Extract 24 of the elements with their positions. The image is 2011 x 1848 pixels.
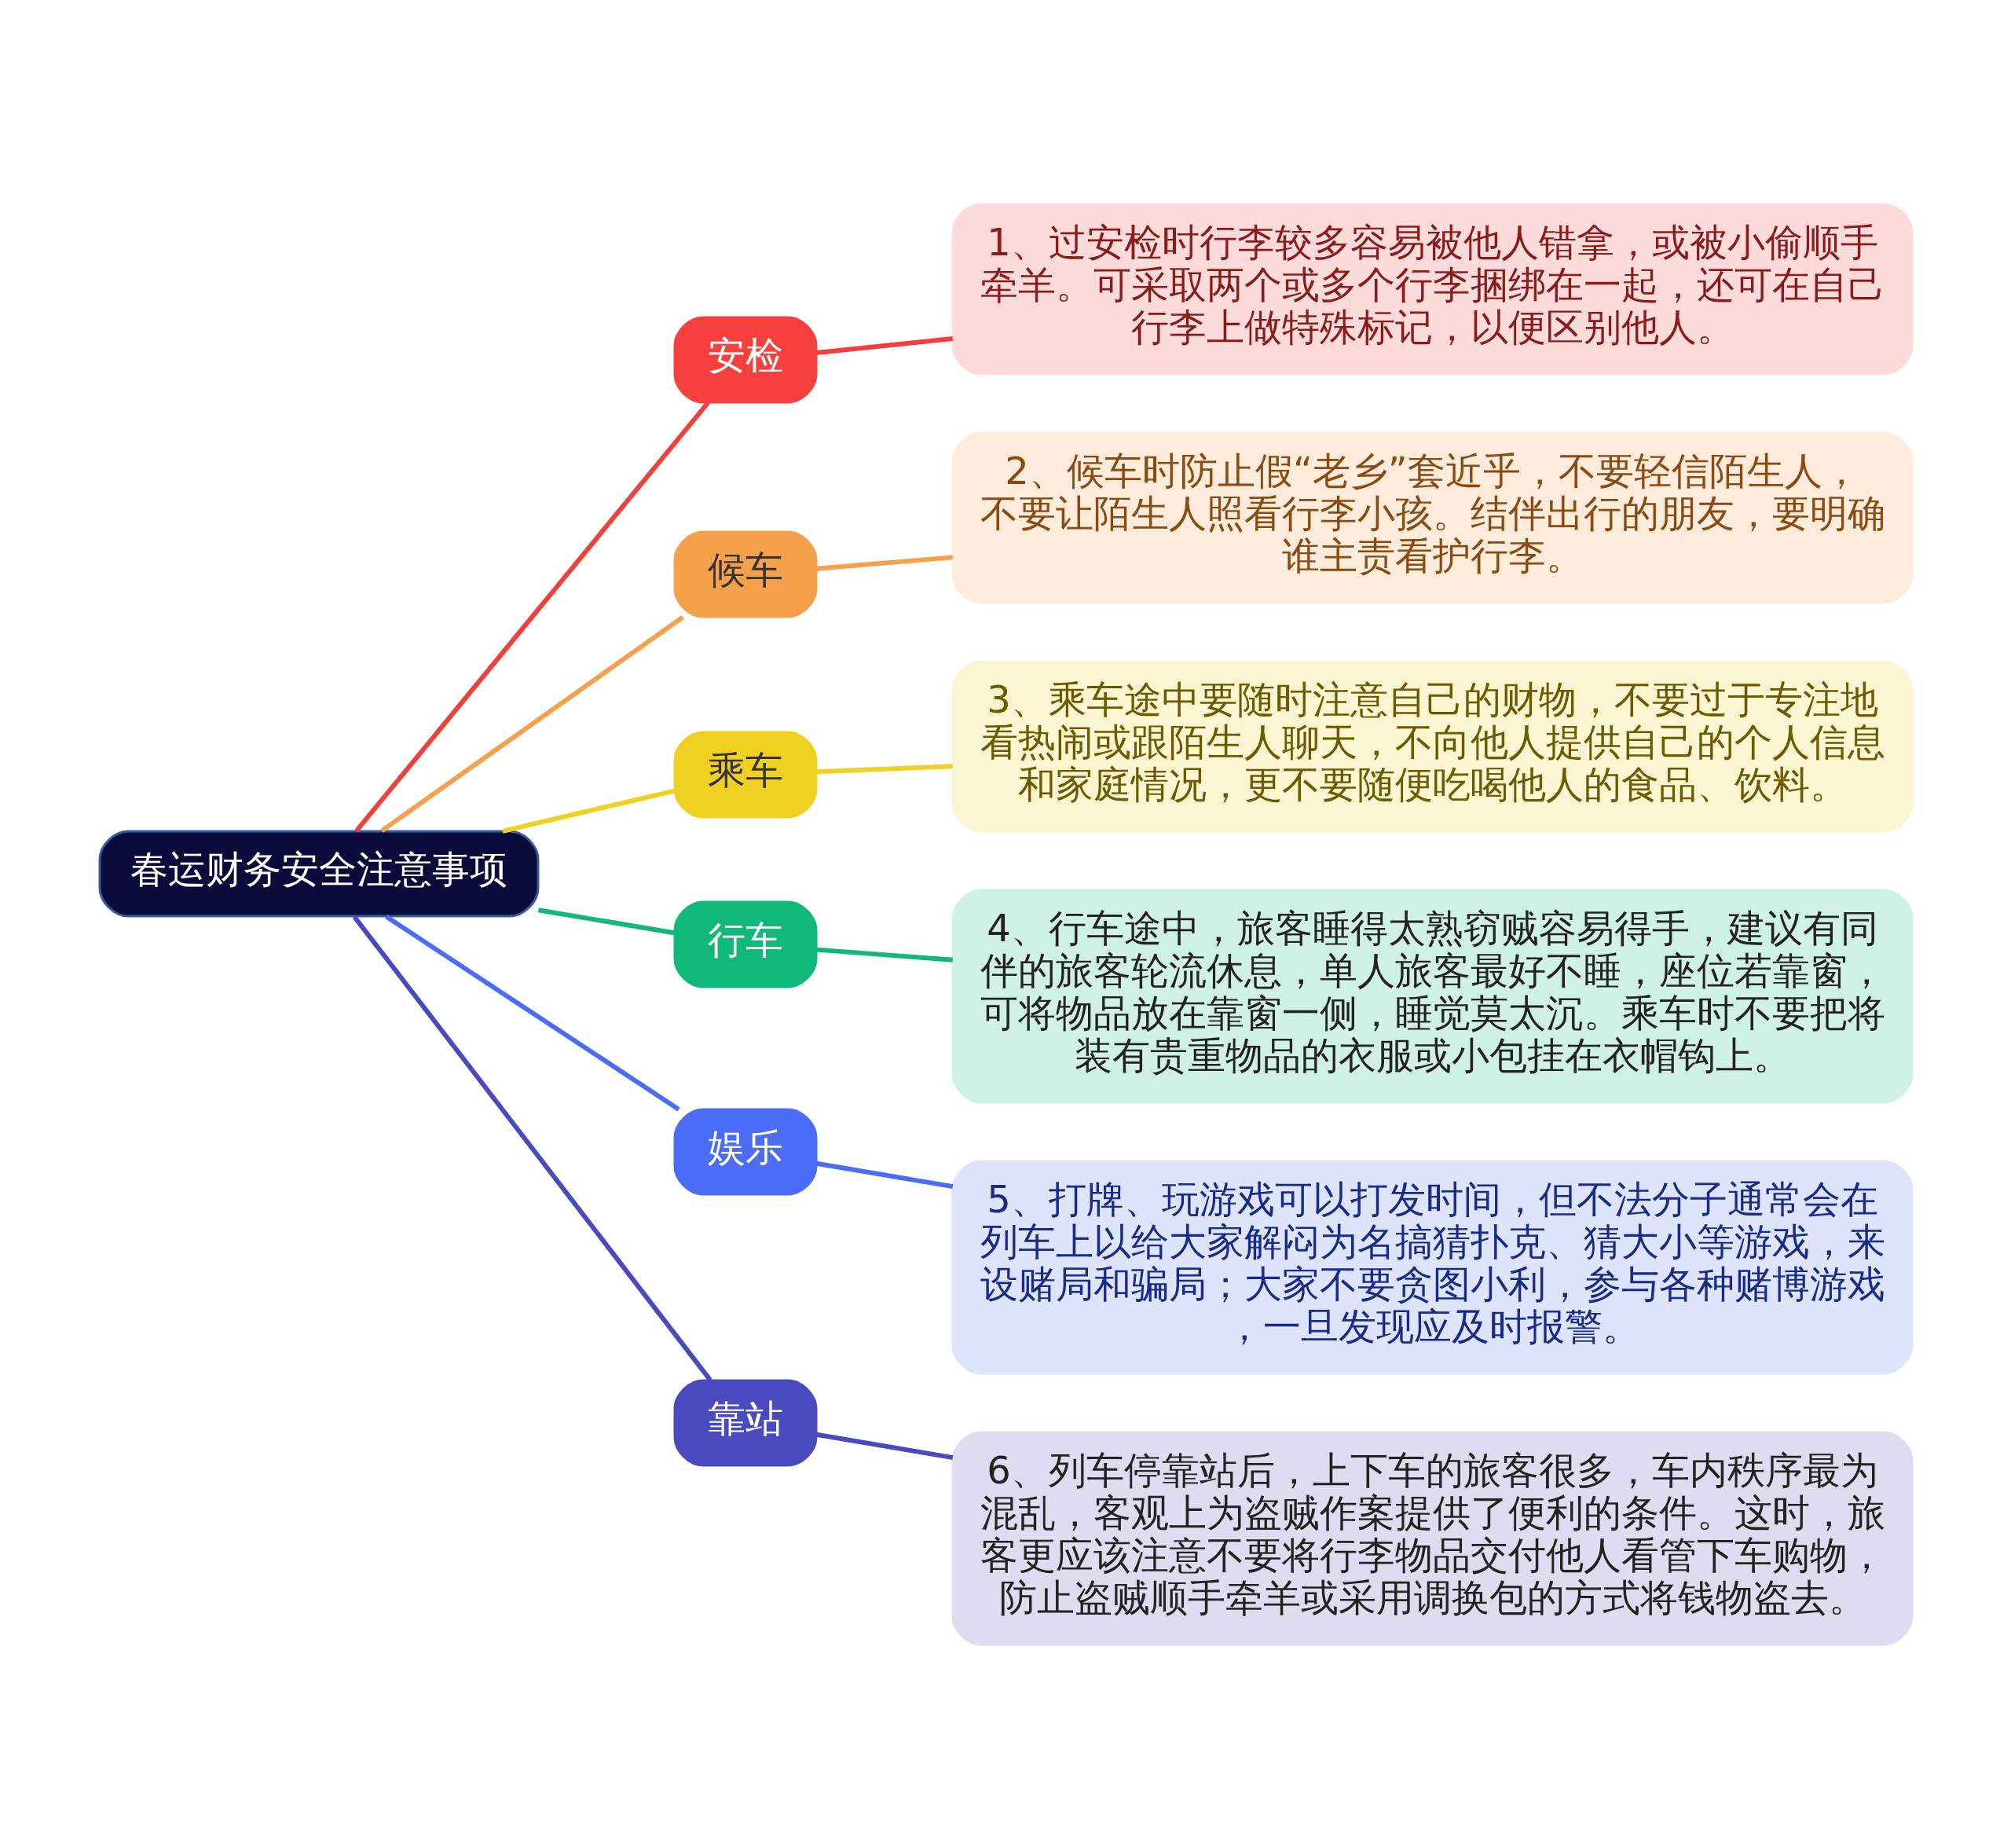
connector xyxy=(384,914,680,1111)
node-box: 5、打牌、玩游戏可以打发时间，但不法分子通常会在列车上以给大家解闷为名搞猜扑克、猜大小等游戏，来设赌局和骗局；大家不要贪图小利，参与各种赌博游戏，一旦发现应及时报警。 xyxy=(951,1160,1913,1374)
node-box: 靠站 xyxy=(673,1379,817,1466)
node-box: 6、列车停靠站后，上下车的旅客很多，车内秩序最为混乱，客观上为盗贼作案提供了便利的条件。这时，旅客更应该注意不要将行李物品交付他人看管下车购物，防止盗贼顺手牵羊或采用调换包的方式将钱物盗去。 xyxy=(951,1431,1913,1645)
connector xyxy=(815,947,953,962)
node-box: 春运财务安全注意事项 xyxy=(98,830,539,917)
node-box: 行车 xyxy=(673,900,817,988)
connector xyxy=(379,614,684,833)
connector xyxy=(815,763,953,774)
connector xyxy=(501,788,675,834)
node-box: 娱乐 xyxy=(673,1108,817,1195)
connector xyxy=(815,1160,953,1189)
node-box: 4、行车途中，旅客睡得太熟窃贼容易得手，建议有同伴的旅客轮流休息，单人旅客最好不睡，座位若靠窗，可将物品放在靠窗一侧，睡觉莫太沉。乘车时不要把将装有贵重物品的衣服或小包挂在衣帽钩上。 xyxy=(951,889,1913,1103)
node-box: 乘车 xyxy=(673,731,817,818)
node-box: 安检 xyxy=(673,316,817,403)
connector xyxy=(815,336,953,355)
connector xyxy=(815,1432,953,1460)
node-box: 1、过安检时行李较多容易被他人错拿，或被小偷顺手牵羊。可采取两个或多个行李捆绑在一起，还可在自己行李上做特殊标记，以便区别他人。 xyxy=(951,203,1913,375)
node-box: 候车 xyxy=(673,530,817,618)
connector xyxy=(352,915,712,1381)
node-box: 2、候车时防止假“老乡”套近乎，不要轻信陌生人，不要让陌生人照看行李小孩。结伴出行的朋友，要明确谁主责看护行李。 xyxy=(951,431,1913,603)
connector xyxy=(537,907,675,935)
node-box: 3、乘车途中要随时注意自己的财物，不要过于专注地看热闹或跟陌生人聊天，不向他人提供自己的个人信息和家庭情况，更不要随便吃喝他人的食品、饮料。 xyxy=(951,660,1913,832)
connector xyxy=(815,554,953,571)
